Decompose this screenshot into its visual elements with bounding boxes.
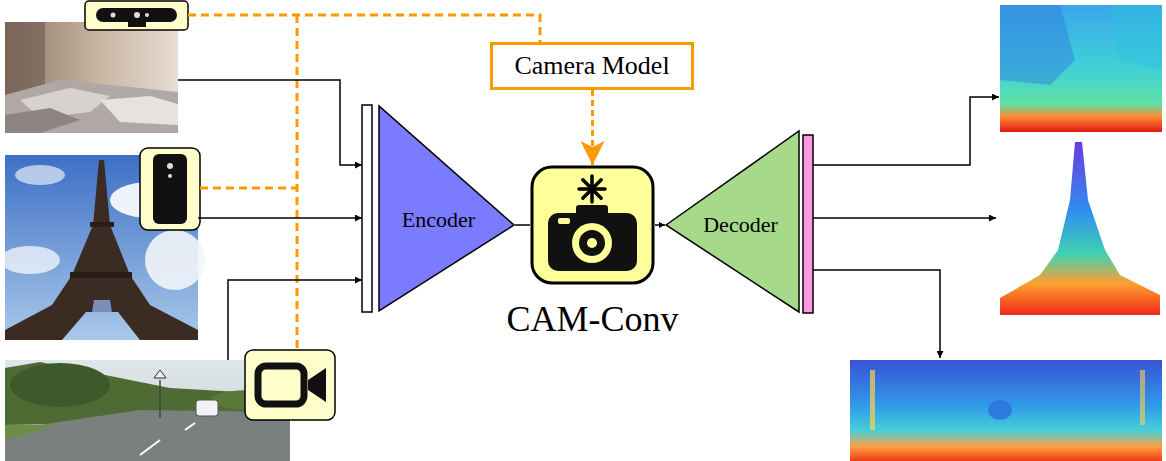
eiffel-tower-photo — [0, 155, 205, 340]
video-camera-icon — [245, 350, 335, 420]
connector — [591, 90, 594, 165]
bedroom-photo — [5, 22, 178, 133]
input-stack-bar — [362, 105, 372, 312]
camera-model-leaders — [188, 15, 540, 350]
block-label: CAM-Conv — [506, 300, 678, 340]
node-label: Camera Model — [514, 52, 669, 81]
depth-map-bedroom — [1000, 5, 1162, 132]
depth-sensor-icon — [85, 1, 188, 30]
phone-icon — [140, 148, 200, 230]
output-bar — [803, 135, 813, 313]
input-wires — [178, 80, 362, 360]
decoder-triangle: Decoder — [665, 130, 800, 313]
camconv-icon-outline — [530, 165, 655, 285]
encoder-triangle: Encoder — [378, 105, 515, 312]
output-wires — [813, 97, 999, 358]
connector — [655, 224, 665, 226]
camconv-icon: CAM-Conv — [530, 165, 655, 285]
node-label: Decoder — [703, 213, 778, 237]
node-label: Encoder — [402, 208, 475, 232]
model-box: Camera Model — [490, 42, 694, 90]
depth-map-road — [850, 360, 1162, 461]
depth-map-eiffel — [1000, 142, 1160, 315]
connector — [515, 224, 530, 226]
